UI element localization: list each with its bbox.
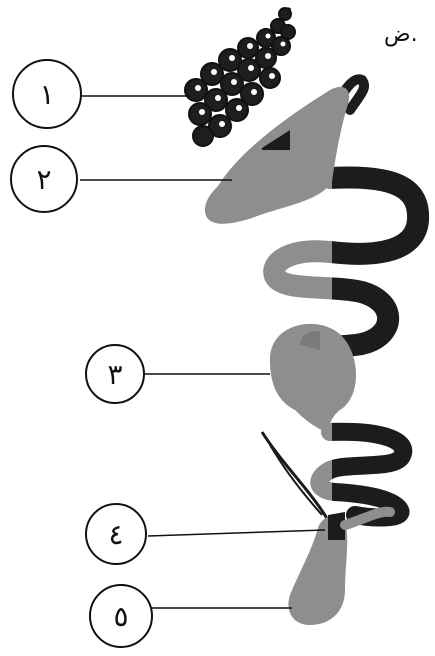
label-5-text: ٥	[113, 600, 128, 633]
label-4-text: ٤	[108, 518, 123, 551]
sac-structure	[270, 324, 356, 432]
label-2-text: ٢	[36, 163, 51, 196]
leader-line-4	[148, 530, 325, 536]
label-4: ٤	[86, 504, 146, 564]
bottom-organ	[288, 512, 390, 625]
label-1: ١	[13, 60, 81, 128]
label-2: ٢	[11, 146, 77, 212]
label-1-text: ١	[39, 78, 54, 111]
corner-text: ض.	[384, 22, 418, 47]
label-5: ٥	[90, 585, 152, 647]
label-3-text: ٣	[107, 358, 122, 391]
label-3: ٣	[86, 345, 144, 403]
